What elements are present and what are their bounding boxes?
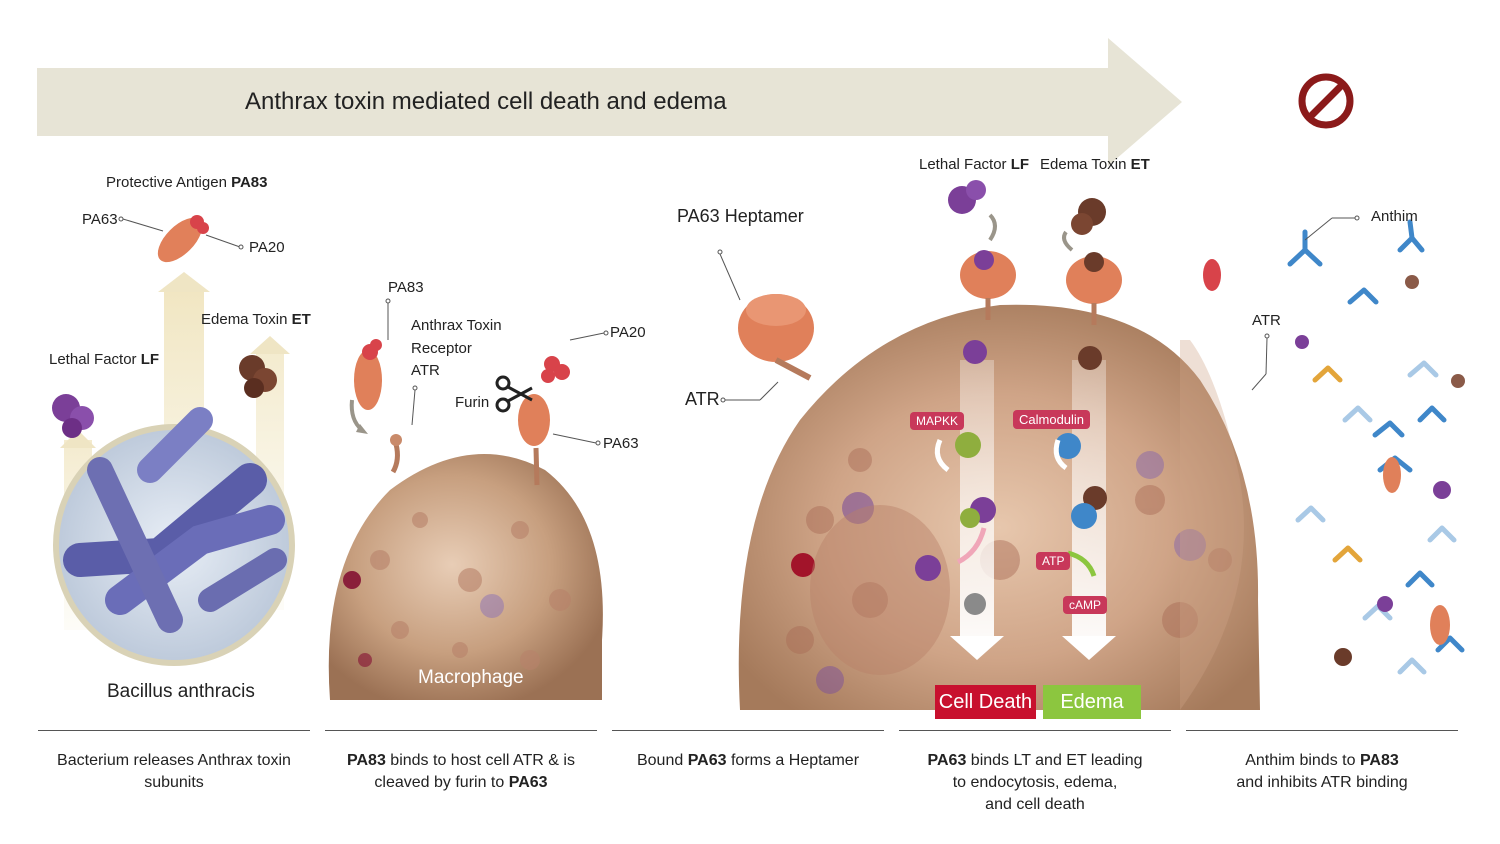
pa63-heptamer-icon [738, 294, 814, 381]
header-arrow [37, 38, 1182, 166]
bacterium-label: Bacillus anthracis [107, 681, 255, 702]
edema-toxin-label-2: Edema Toxin ET [1040, 156, 1150, 173]
inhibit-icon [1298, 73, 1354, 129]
atr-label-2: ATR [1252, 312, 1281, 329]
atr-label: ATR [685, 389, 720, 409]
furin-scissors-icon [495, 375, 533, 413]
mapkk-tag: MAPKK [910, 412, 965, 430]
heptamer-label: PA63 Heptamer [677, 206, 804, 226]
caption-step-5: Anthim binds to PA83 and inhibits ATR bi… [1236, 752, 1408, 791]
divider-3 [612, 730, 884, 731]
camp-tag: cAMP [1063, 596, 1108, 614]
edema-badge: Edema [1043, 685, 1141, 719]
caption-step-2: PA83 binds to host cell ATR & is cleaved… [347, 752, 575, 791]
edema-toxin-icon [239, 355, 277, 398]
divider-1 [38, 730, 310, 731]
pa63-label: PA63 [82, 211, 118, 228]
lf-complex-icon [948, 180, 1016, 320]
calmodulin-tag: Calmodulin [1013, 410, 1091, 429]
furin-label: Furin [455, 394, 490, 411]
lethal-factor-icon [52, 394, 94, 438]
divider-4 [899, 730, 1171, 731]
caption-step-3: Bound PA63 forms a Heptamer [636, 752, 860, 769]
anthim-label: Anthim [1371, 208, 1418, 225]
atp-tag: ATP [1036, 552, 1071, 570]
macrophage-panel [328, 298, 609, 700]
protective-antigen-label: Protective Antigen PA83 [106, 174, 268, 191]
receptor-label-3: ATR [411, 362, 440, 379]
divider-5 [1186, 730, 1458, 731]
macrophage-label: Macrophage [418, 667, 524, 688]
divider-2 [325, 730, 597, 731]
pa83-label: PA83 [388, 279, 424, 296]
pa20-label-2: PA20 [610, 324, 646, 341]
edema-toxin-label: Edema Toxin ET [201, 311, 311, 328]
receptor-label-1: Anthrax Toxin [411, 317, 502, 334]
receptor-label-2: Receptor [411, 340, 472, 357]
lethal-factor-label: Lethal Factor LF [49, 351, 160, 368]
lethal-factor-label-2: Lethal Factor LF [919, 156, 1030, 173]
pa63-label-2: PA63 [603, 435, 639, 452]
page-title: Anthrax toxin mediated cell death and ed… [245, 88, 727, 115]
bacterium-panel [52, 215, 295, 666]
et-complex-icon [1062, 198, 1122, 325]
caption-step-4: PA63 binds LT and ET leading to endocyto… [927, 752, 1143, 813]
caption-step-1: Bacterium releases Anthrax toxin subunit… [57, 752, 291, 791]
large-cell-panel [717, 180, 1260, 710]
pa20-label: PA20 [249, 239, 285, 256]
antibody-icons [1287, 219, 1465, 675]
cell-death-badge: Cell Death [935, 685, 1036, 719]
pa83-protein-icon [157, 215, 209, 263]
anthim-panel [1180, 215, 1465, 710]
